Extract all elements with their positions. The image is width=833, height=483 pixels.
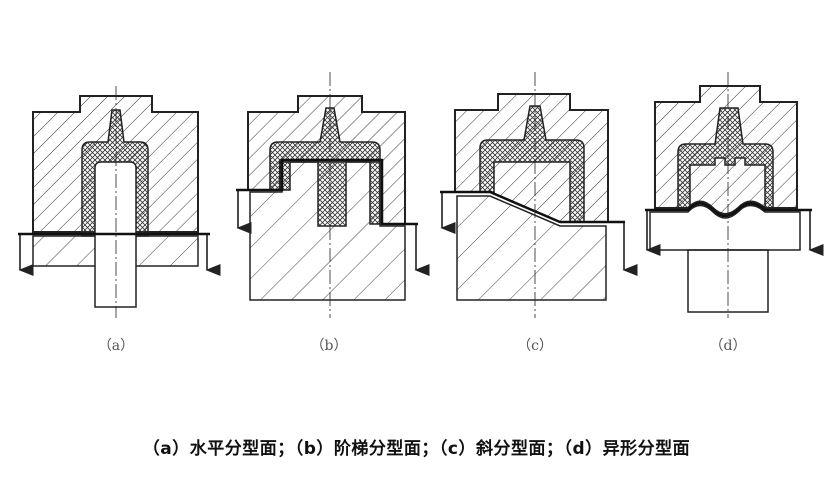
lower-mold-c [456,195,607,301]
lower-mold-d [649,204,801,251]
panel-b-label: （b） [310,338,348,354]
molded-part-c [479,105,585,223]
figure-caption: （a）水平分型面；（b）阶梯分型面；（c）斜分型面；（d）异形分型面 [142,439,691,459]
panel-c-label: （c） [517,338,553,354]
panel-a-label: （a） [97,338,135,354]
panel-a [18,86,221,318]
panel-d [645,72,824,318]
panel-c [440,72,638,318]
panel-d-label: （d） [709,338,747,354]
molded-part-d [677,107,774,209]
molded-part-b [269,107,381,227]
parting-surface-diagram [18,72,824,318]
panel-b [236,72,430,318]
